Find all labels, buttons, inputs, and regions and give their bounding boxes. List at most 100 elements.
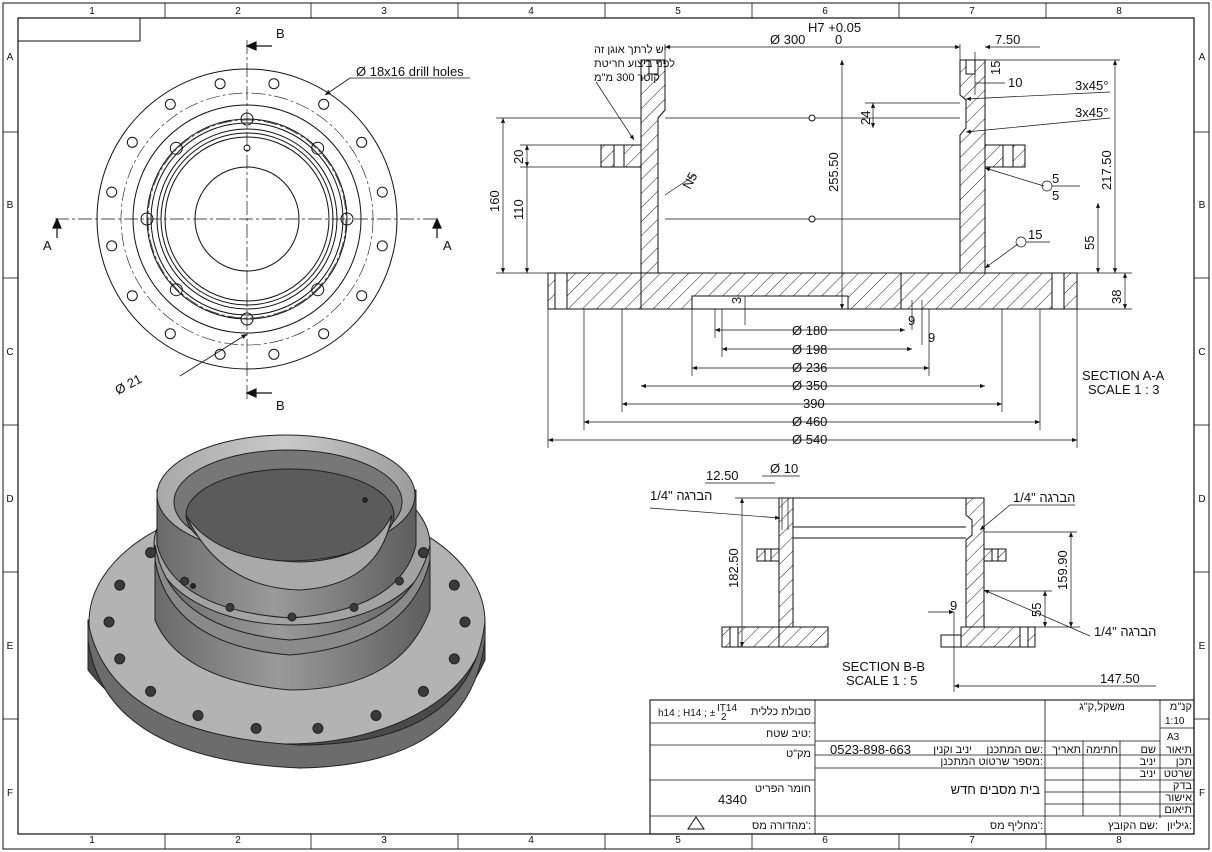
zone-row-label: A xyxy=(1199,52,1206,63)
iso-flange-hole xyxy=(114,579,126,591)
zone-col-label: 2 xyxy=(235,6,241,17)
bb-dim-12-50: 12.50 xyxy=(706,468,739,483)
section-b-marker-bottom: B xyxy=(276,398,285,413)
bore-ring-2 xyxy=(150,122,344,316)
dim-38: 38 xyxy=(1109,290,1124,304)
tolerance-fraction-top: IT14 xyxy=(717,703,737,714)
col-description: תיאור xyxy=(1166,744,1192,756)
outer-bolt-hole xyxy=(356,136,368,148)
inner-bolt-hole xyxy=(169,283,183,297)
zone-row-label: F xyxy=(1199,788,1205,799)
title-block xyxy=(649,699,1195,835)
row-checked: בדק xyxy=(1173,780,1193,792)
designer-phone: 0523-898-663 xyxy=(830,742,911,757)
outer-bolt-hole xyxy=(376,186,388,198)
zone-col-label: 4 xyxy=(528,6,534,17)
section-aa-text: H7 +0.05 0 Ø 300 7.50 15 10 3x45° 3x45° … xyxy=(487,20,1165,447)
outer-bolt-hole xyxy=(126,136,138,148)
dim-3: 3 xyxy=(729,297,744,304)
dim-7-50: 7.50 xyxy=(995,32,1020,47)
section-b-marker: B xyxy=(276,26,285,41)
outer-bolt-hole xyxy=(318,328,330,340)
zone-row-label: B xyxy=(7,200,14,211)
bb-dim-55: 55 xyxy=(1029,603,1044,617)
dim-255-50: 255.50 xyxy=(826,152,841,192)
bore-ring-4 xyxy=(160,132,334,306)
section-aa-scale: SCALE 1 : 3 xyxy=(1088,382,1160,397)
hub-outer-circle xyxy=(132,104,362,334)
general-tolerance-value: h14 ; H14 ; ± xyxy=(658,708,716,719)
inner-bolt-circle xyxy=(147,119,347,319)
frame-zone-labels: 1 2 3 4 5 6 7 8 A B C D E F A B C D E F … xyxy=(6,6,1205,846)
chamfer-label-2: 3x45° xyxy=(1075,105,1108,120)
dim-9-b: 9 xyxy=(928,330,935,345)
outer-bolt-hole xyxy=(376,240,388,252)
note-line-3: קוטר 300 מ"מ xyxy=(594,72,660,84)
dim-d180: Ø 180 xyxy=(792,323,827,338)
note-line-2: לפני ביצוע חריטת xyxy=(594,57,675,70)
sheet-label: גיליון: xyxy=(1167,819,1192,832)
row-approved: אישור xyxy=(1165,792,1192,804)
outer-bolt-hole xyxy=(106,186,118,198)
bb-thread-left: 1/4" הברגה xyxy=(650,488,712,503)
zone-row-label: D xyxy=(1198,494,1205,505)
drawing-number-label: מספר שרטוט המתכנן: xyxy=(940,756,1043,768)
dim-390: 390 xyxy=(803,396,825,411)
zone-row-label: D xyxy=(6,494,13,505)
iso-flange-holes xyxy=(103,547,471,734)
outer-bolt-hole xyxy=(268,348,280,360)
top-view-labels: B B A A Ø 18x16 drill holes Ø 21 xyxy=(43,26,464,413)
inner-bolt-hole xyxy=(311,141,325,155)
bore-ring-3 xyxy=(156,128,338,310)
bore-ring-5 xyxy=(164,136,330,302)
flange-outer-circle xyxy=(96,68,398,370)
outer-bolt-hole xyxy=(214,78,226,90)
outer-bolt-hole xyxy=(164,328,176,340)
zone-col-label: 7 xyxy=(969,6,975,17)
part-title: בית מסבים חדש xyxy=(951,782,1041,797)
dim-10: 10 xyxy=(1008,75,1022,90)
drill-holes-note: Ø 18x16 drill holes xyxy=(356,64,464,79)
inner-bolt-hole xyxy=(240,112,254,126)
inner-bolt-hole xyxy=(340,212,354,226)
zone-col-label: 3 xyxy=(381,835,387,846)
dim-d236: Ø 236 xyxy=(792,360,827,375)
zone-row-label: E xyxy=(7,641,14,652)
weld-symbol-15: 15 xyxy=(1028,227,1042,242)
tolerance-lower: 0 xyxy=(835,32,842,47)
material-label: חומר הפריט xyxy=(755,783,811,795)
bb-dim-159-90: 159.90 xyxy=(1055,550,1070,590)
bb-dim-9: 9 xyxy=(950,598,957,613)
outer-bolt-hole xyxy=(106,240,118,252)
iso-flange-hole xyxy=(250,722,262,734)
dim-d350: Ø 350 xyxy=(792,378,827,393)
general-tolerance-label: סבולת כללית xyxy=(751,705,811,718)
designed-by: יניב xyxy=(1140,756,1156,768)
zone-col-label: 5 xyxy=(675,835,681,846)
iso-hub-hole xyxy=(394,576,404,586)
zone-row-label: E xyxy=(1199,641,1206,652)
zone-row-label: F xyxy=(7,788,13,799)
iso-flange-hole xyxy=(459,616,471,628)
outer-bolt-hole xyxy=(268,78,280,90)
title-block-text: סבולת כללית h14 ; H14 ; ± IT14 2 טיב שטח… xyxy=(658,700,1192,832)
inner-bolt-hole xyxy=(140,212,154,226)
col-name: שם xyxy=(1141,744,1157,756)
frame-zone-ticks xyxy=(3,3,1209,849)
section-bb-text: 12.50 Ø 10 1/4" הברגה 1/4" הברגה 1/4" הב… xyxy=(650,461,1156,688)
bb-left-wall xyxy=(778,497,794,628)
zone-col-label: 1 xyxy=(89,6,95,17)
zone-row-label: B xyxy=(1199,200,1206,211)
dim-d460: Ø 460 xyxy=(792,414,827,429)
section-bb-title: SECTION B-B xyxy=(842,659,925,674)
bore-ring-1 xyxy=(146,118,348,320)
iso-hub-hole xyxy=(287,612,297,622)
iso-hub-hole xyxy=(349,602,359,612)
iso-hub-holes xyxy=(180,576,404,622)
dim-55: 55 xyxy=(1082,236,1097,250)
catalog-label: מק"ט xyxy=(786,748,811,760)
iso-flange-hole xyxy=(448,579,460,591)
top-small-hole xyxy=(243,144,251,152)
zone-col-label: 8 xyxy=(1116,6,1122,17)
